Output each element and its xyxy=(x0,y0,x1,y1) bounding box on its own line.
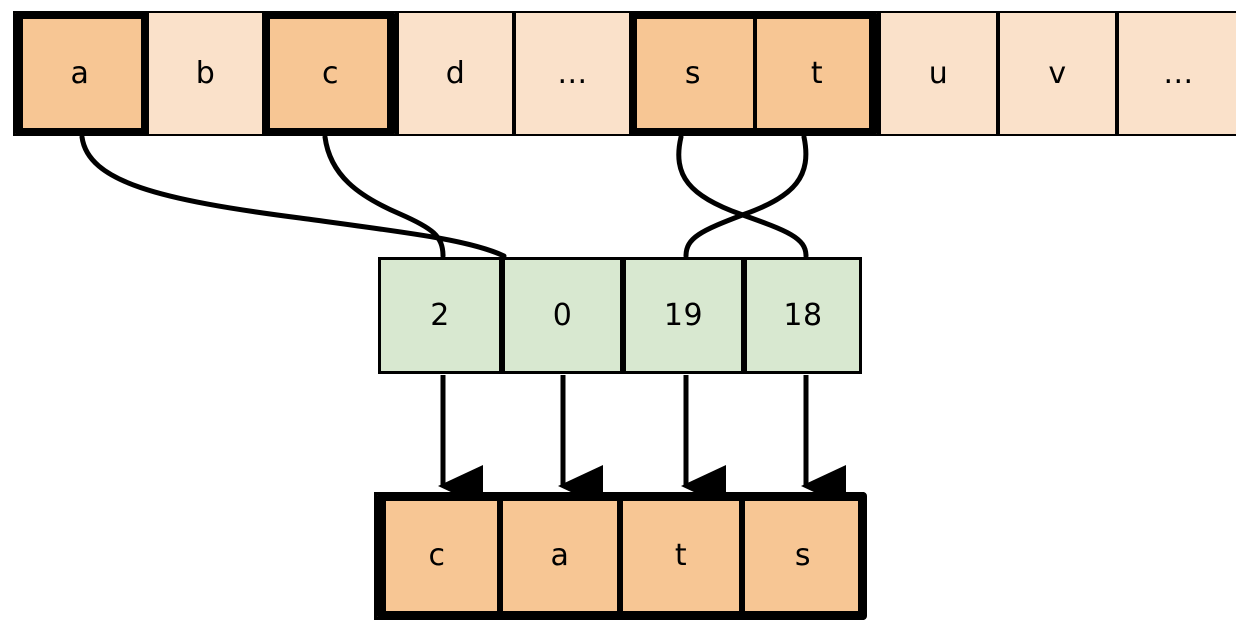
index-cell-1[interactable]: 0 xyxy=(502,257,623,374)
curve-s-to-index-3 xyxy=(676,134,809,259)
curve-a-to-index-1 xyxy=(79,134,507,259)
index-cell-0[interactable]: 2 xyxy=(378,257,502,374)
alphabet-row: a b c d ... s t u v ... xyxy=(13,11,1236,136)
alphabet-cell-d[interactable]: d xyxy=(397,11,514,136)
result-row: c a t s xyxy=(374,492,867,620)
alphabet-cell-t[interactable]: t xyxy=(755,11,879,136)
alphabet-cell-s[interactable]: s xyxy=(631,11,755,136)
result-cell-1[interactable]: a xyxy=(500,492,620,620)
index-cell-3[interactable]: 18 xyxy=(744,257,862,374)
alphabet-cell-c[interactable]: c xyxy=(264,11,397,136)
alphabet-cell-ellipsis-left[interactable]: ... xyxy=(514,11,631,136)
alphabet-cell-b[interactable]: b xyxy=(147,11,264,136)
alphabet-cell-v[interactable]: v xyxy=(998,11,1117,136)
alphabet-cell-u[interactable]: u xyxy=(879,11,998,136)
alphabet-cell-a[interactable]: a xyxy=(13,11,147,136)
result-cell-2[interactable]: t xyxy=(620,492,742,620)
result-cell-0[interactable]: c xyxy=(374,492,500,620)
alphabet-cell-ellipsis-right[interactable]: ... xyxy=(1117,11,1236,136)
index-row: 2 0 19 18 xyxy=(378,257,865,374)
curve-t-to-index-2 xyxy=(683,134,809,259)
result-cell-3[interactable]: s xyxy=(742,492,864,620)
index-cell-2[interactable]: 19 xyxy=(623,257,744,374)
curve-c-to-index-0 xyxy=(322,134,446,259)
